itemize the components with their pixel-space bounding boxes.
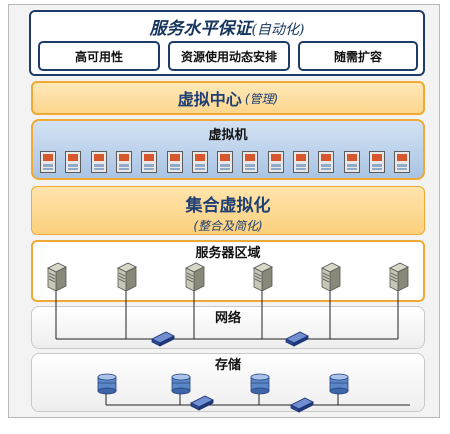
server-icon	[389, 262, 409, 292]
high-availability-box: 高可用性	[38, 41, 160, 71]
service-level-title: 服务水平保证(自动化)	[31, 14, 423, 39]
virtual-machine-icon	[318, 151, 335, 173]
server-icon	[47, 262, 67, 292]
virtual-machine-icon	[368, 151, 385, 173]
server-icon	[253, 262, 273, 292]
server-icon	[321, 262, 341, 292]
storage-zone-title: 存储	[214, 358, 241, 373]
network-zone-title: 网络	[214, 311, 241, 326]
virtual-machine-icon	[166, 151, 183, 173]
aggregation-layer: 集合虚拟化 (整合及简化)	[31, 186, 425, 235]
network-switch-icon	[151, 331, 175, 347]
virtual-machine-icon	[191, 151, 208, 173]
virtual-machine-icon	[90, 151, 107, 173]
storage-disk-icon	[171, 373, 191, 395]
server-zone-title: 服务器区域	[195, 246, 261, 261]
network-switch-icon	[285, 331, 309, 347]
aggregation-title: 集合虚拟化	[185, 196, 271, 216]
virtual-center-title-sub: (管理)	[244, 91, 279, 106]
virtual-machine-icon	[40, 151, 56, 173]
storage-zone: 存储	[31, 353, 425, 412]
network-zone: 网络	[31, 306, 425, 349]
aggregation-subtitle: (整合及简化)	[193, 219, 263, 233]
virtual-center-layer: 虚拟中心(管理)	[31, 81, 425, 115]
virtual-machine-icon	[343, 151, 360, 173]
virtual-machine-layer: 虚拟机	[31, 119, 425, 180]
service-level-title-sub: (自动化)	[251, 22, 305, 38]
virtual-machine-icon	[141, 151, 158, 173]
virtual-machine-icon	[115, 151, 132, 173]
virtual-machine-icon	[217, 151, 234, 173]
service-level-title-main: 服务水平保证	[149, 19, 252, 39]
service-level-layer: 服务水平保证(自动化) 高可用性 资源使用动态安排 随需扩容	[29, 10, 425, 76]
server-zone: 服务器区域	[31, 240, 425, 302]
network-switch-icon	[190, 395, 214, 411]
virtual-machine-icon	[267, 151, 284, 173]
virtual-machine-icon	[65, 151, 82, 173]
storage-disk-icon	[97, 373, 117, 395]
server-icon	[185, 262, 205, 292]
server-icon	[117, 262, 137, 292]
virtual-machine-icon	[394, 151, 411, 173]
storage-disk-icon	[250, 373, 270, 395]
virtual-center-title: 虚拟中心	[177, 90, 242, 109]
dynamic-resource-box: 资源使用动态安排	[168, 41, 290, 71]
network-switch-icon	[290, 397, 314, 413]
storage-disk-icon	[329, 373, 349, 395]
on-demand-scaling-box: 随需扩容	[298, 41, 418, 71]
virtual-machine-icon	[242, 151, 259, 173]
virtual-machine-icon	[293, 151, 309, 173]
virtual-machine-title: 虚拟机	[208, 128, 248, 143]
